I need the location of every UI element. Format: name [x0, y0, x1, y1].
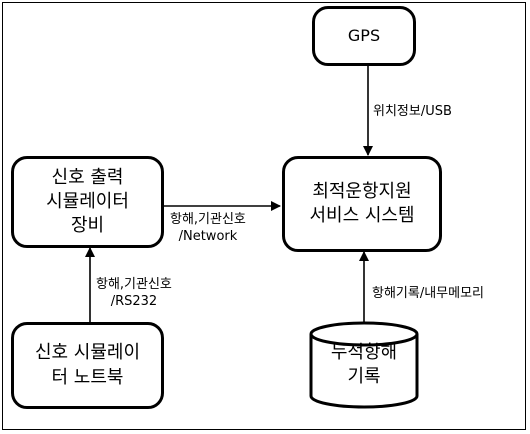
simulator-notebook-node: 신호 시뮬레이 터 노트북 [11, 322, 164, 409]
edge-label-log-to-system: 항해기록/내무메모리 [372, 286, 485, 301]
cumulative-log-node: 누적항해 기록 [310, 322, 418, 408]
cumulative-log-label: 누적항해 기록 [330, 341, 398, 387]
signal-output-simulator-label: 신호 출력 시뮬레이터 장비 [46, 166, 129, 237]
gps-node: GPS [312, 6, 416, 66]
cumulative-log-cylinder [309, 321, 419, 409]
simulator-notebook-label: 신호 시뮬레이 터 노트북 [34, 342, 141, 388]
service-system-node: 최적운항지원 서비스 시스템 [282, 156, 442, 252]
edge-label-gps-to-system: 위치정보/USB [373, 104, 452, 119]
edge-label-output-to-system: 항해,기관신호 /Network [170, 212, 246, 244]
diagram-frame [2, 2, 526, 430]
service-system-label: 최적운항지원 서비스 시스템 [309, 180, 415, 226]
gps-label: GPS [347, 26, 381, 46]
signal-output-simulator-node: 신호 출력 시뮬레이터 장비 [11, 156, 164, 248]
edge-label-notebook-to-output: 항해,기관신호 /RS232 [96, 277, 172, 309]
